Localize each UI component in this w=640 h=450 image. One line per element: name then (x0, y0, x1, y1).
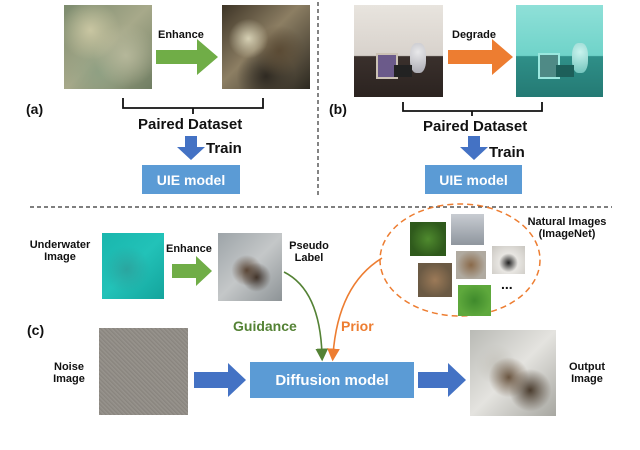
natural-image-grass (458, 285, 491, 316)
panel-b-degraded-image (516, 5, 603, 97)
underwater-input-image (102, 233, 164, 299)
natural-images-ellipsis: ... (501, 276, 513, 292)
pseudo-label-text: Pseudo Label (289, 240, 329, 264)
guidance-curve (283, 271, 329, 362)
panel-a-dataset-label: Paired Dataset (138, 116, 243, 133)
natural-image-bird-brown (456, 251, 486, 279)
panel-b-dataset-label: Paired Dataset (423, 118, 528, 135)
guidance-label: Guidance (233, 318, 297, 334)
panel-a-raw-underwater-image (64, 5, 152, 89)
panel-b-clean-room-image (354, 5, 443, 97)
panel-b-train-label: Train (489, 144, 525, 161)
output-image-label: Output Image (568, 361, 606, 385)
underwater-image-label: Underwater Image (29, 239, 91, 263)
pseudo-label-image (218, 233, 282, 301)
output-enhanced-image (470, 330, 556, 416)
panel-b-uie-model-box: UIE model (425, 165, 522, 194)
natural-images-label: Natural Images (ImageNet) (527, 216, 607, 240)
panel-b-clean-vase (410, 43, 426, 73)
noise-input-image (99, 328, 188, 415)
prior-curve (327, 257, 383, 362)
natural-image-leaf-bug (410, 222, 446, 256)
panel-c-letter: (c) (27, 322, 45, 338)
natural-image-lizard (418, 263, 452, 297)
natural-image-sky (451, 214, 484, 245)
panel-b-letter: (b) (329, 101, 347, 117)
panel-a-enhance-label: Enhance (158, 29, 204, 41)
panel-b-clean-furniture (394, 65, 412, 77)
panel-b-degraded-furniture (556, 65, 574, 77)
natural-image-bird-white (492, 246, 525, 274)
panel-a-letter: (a) (26, 101, 44, 117)
panel-a-uie-model-box: UIE model (142, 165, 240, 194)
prior-label: Prior (341, 318, 374, 334)
panel-b-degraded-vase (572, 43, 588, 73)
panel-b-degrade-label: Degrade (452, 29, 497, 41)
noise-image-label: Noise Image (53, 361, 85, 385)
panel-a-enhanced-image (222, 5, 310, 89)
panel-a-train-label: Train (206, 140, 242, 157)
diffusion-model-box: Diffusion model (250, 362, 414, 398)
panel-c-enhance-label: Enhance (166, 243, 212, 255)
